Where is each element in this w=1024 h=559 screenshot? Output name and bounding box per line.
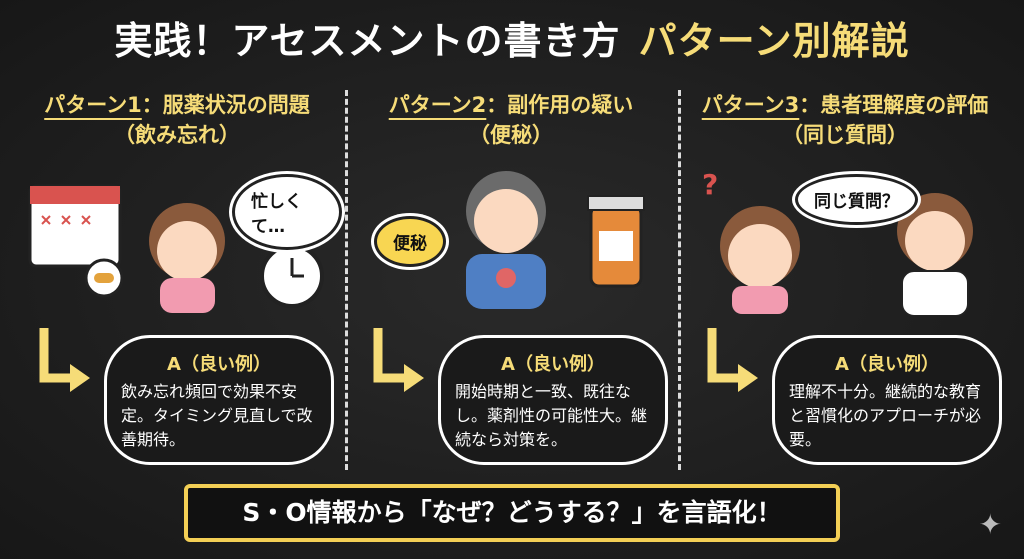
- pattern-1-column: パターン1：服薬状況の問題 （飲み忘れ） 忙しくて… A（良い例） 飲み忘れ頻回で効…: [12, 90, 342, 465]
- illustration-patient-pharmacist: ? 同じ質問？: [680, 166, 1010, 317]
- title-main: 実践！アセスメントの書き方: [114, 19, 621, 63]
- patient-pharmacist-illustration: ?: [702, 168, 973, 317]
- page-title: 実践！アセスメントの書き方パターン別解説: [0, 10, 1024, 65]
- answer-text: 開始時期と一致、既往なし。薬剤性の可能性大。継続なら対策を。: [455, 382, 648, 449]
- speech-bubble: 忙しくて…: [232, 174, 342, 250]
- pattern-label: パターン3: [701, 93, 800, 117]
- title-accent: パターン別解説: [638, 19, 910, 63]
- pattern-heading: パターン1：服薬状況の問題 （飲み忘れ）: [12, 90, 342, 150]
- pattern-topic: ：服薬状況の問題: [141, 93, 310, 117]
- answer-label: A（良い例）: [835, 354, 939, 375]
- pattern-heading: パターン3：患者理解度の評価 （同じ質問）: [680, 90, 1010, 150]
- pattern-2-column: パターン2：副作用の疑い （便秘） 便秘 A（良い例） 開始時期と一致、既往なし。薬…: [346, 90, 676, 465]
- divider: [345, 90, 348, 470]
- pattern-sub: （便秘）: [469, 123, 553, 147]
- answer-cloud: A（良い例） 理解不十分。継続的な教育と習慣化のアプローチが必要。: [772, 335, 1002, 465]
- speech-bubble: 同じ質問？: [795, 174, 918, 225]
- answer-label: A（良い例）: [501, 354, 605, 375]
- arrow-down-right-icon: [373, 328, 424, 392]
- answer-text: 理解不十分。継続的な教育と習慣化のアプローチが必要。: [789, 382, 982, 449]
- pattern-topic: ：副作用の疑い: [486, 93, 634, 117]
- pattern-label: パターン1: [44, 93, 142, 117]
- illustration-medication: 忙しくて…: [12, 166, 342, 316]
- illustration-constipation: 便秘: [346, 166, 676, 316]
- pattern-sub: （飲み忘れ）: [114, 123, 240, 147]
- question-mark-icon: ?: [702, 168, 718, 201]
- calendar-woman-clock-illustration: [28, 184, 324, 313]
- speech-bubble: 便秘: [374, 216, 446, 267]
- answer-cloud: A（良い例） 開始時期と一致、既往なし。薬剤性の可能性大。継続なら対策を。: [438, 335, 668, 465]
- divider: [678, 90, 681, 470]
- arrow-down-right-icon: [707, 328, 758, 392]
- sparkle-icon: ✦: [978, 508, 1002, 541]
- answer-cloud: A（良い例） 飲み忘れ頻回で効果不安定。タイミング見直しで改善期待。: [104, 335, 334, 465]
- pattern-heading: パターン2：副作用の疑い （便秘）: [346, 90, 676, 150]
- pattern-label: パターン2: [388, 93, 487, 117]
- pattern-3-column: パターン3：患者理解度の評価 （同じ質問） ? 同じ質問？ A（良い例） 理解不十分…: [680, 90, 1010, 465]
- summary-banner: S・O情報から「なぜ？どうする？」を言語化！: [184, 484, 840, 542]
- arrow-down-right-icon: [39, 328, 90, 392]
- answer-label: A（良い例）: [167, 354, 271, 375]
- pattern-sub: （同じ質問）: [782, 123, 908, 147]
- boy-medicine-bottle-illustration: [466, 171, 645, 309]
- answer-text: 飲み忘れ頻回で効果不安定。タイミング見直しで改善期待。: [121, 382, 313, 449]
- pattern-topic: ：患者理解度の評価: [799, 93, 989, 117]
